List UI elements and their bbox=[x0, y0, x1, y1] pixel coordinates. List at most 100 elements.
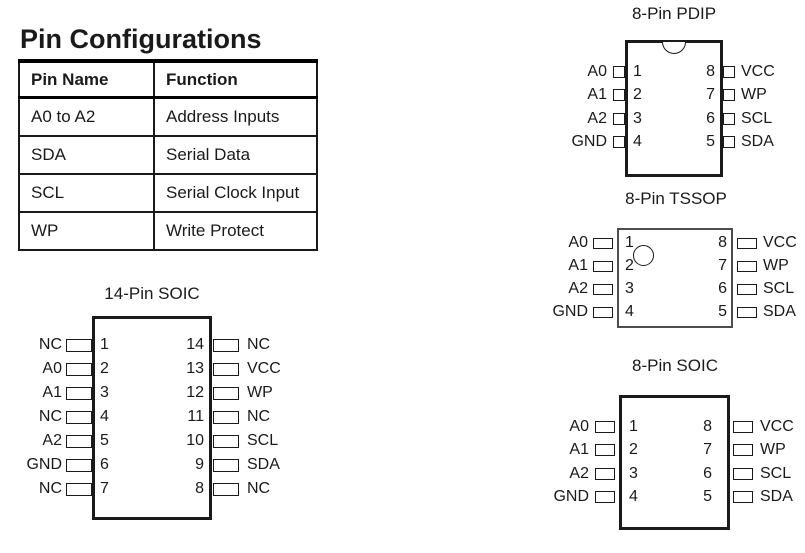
pin-label: A1 bbox=[568, 257, 588, 274]
pin-box bbox=[613, 89, 625, 101]
pin-number: 4 bbox=[633, 133, 642, 150]
pin-label: A0 bbox=[42, 360, 62, 377]
pin-box bbox=[595, 468, 615, 480]
pin-box bbox=[595, 444, 615, 456]
pin-number: 2 bbox=[633, 86, 642, 103]
pin-number: 3 bbox=[633, 110, 642, 127]
pin-number: 8 bbox=[703, 418, 712, 435]
pin-box bbox=[737, 260, 757, 272]
pin-box bbox=[213, 482, 239, 496]
pin-box bbox=[213, 434, 239, 448]
pin-number: 3 bbox=[100, 384, 109, 401]
pin-number: 5 bbox=[718, 303, 727, 320]
package-title: 8-Pin PDIP bbox=[631, 4, 717, 23]
pin-number: 11 bbox=[187, 408, 204, 425]
pin-number: 2 bbox=[625, 257, 634, 274]
pin-row: A2 3 6 SCL bbox=[540, 277, 805, 301]
pin-label: NC bbox=[38, 480, 62, 497]
pin-number: 1 bbox=[100, 336, 109, 353]
pin-number: 8 bbox=[706, 63, 715, 80]
pin-label: SDA bbox=[763, 303, 796, 320]
pin-box bbox=[723, 89, 735, 101]
ic-body bbox=[619, 395, 730, 530]
pin-number: 1 bbox=[629, 418, 638, 435]
pin-box bbox=[733, 444, 753, 456]
pin-label: A0 bbox=[568, 234, 588, 251]
ic-body bbox=[92, 316, 212, 520]
pin-number: 5 bbox=[706, 133, 715, 150]
pin-number: 5 bbox=[100, 432, 109, 449]
pin-box bbox=[66, 434, 92, 448]
pin-label: SDA bbox=[741, 133, 774, 150]
pin-label: VCC bbox=[763, 234, 797, 251]
table-cell-function: Serial Clock Input bbox=[153, 173, 318, 213]
pin-label: SDA bbox=[760, 488, 793, 505]
pin-label: WP bbox=[760, 441, 786, 458]
pin-number: 4 bbox=[100, 408, 109, 425]
pin1-dot bbox=[633, 245, 654, 266]
pin-label: A0 bbox=[569, 418, 589, 435]
pin-label: SCL bbox=[763, 280, 795, 297]
table-header-function: Function bbox=[153, 59, 318, 99]
pin-label: NC bbox=[247, 480, 271, 497]
pin-label: NC bbox=[38, 408, 62, 425]
pin-box bbox=[733, 468, 753, 480]
pin-box bbox=[613, 66, 625, 78]
table-cell-pin-name: A0 to A2 bbox=[18, 96, 155, 137]
pin-label: A0 bbox=[587, 63, 607, 80]
table-cell-pin-name: SDA bbox=[18, 135, 155, 175]
pin-box bbox=[737, 306, 757, 318]
pin-box bbox=[613, 113, 625, 125]
pin-number: 8 bbox=[718, 234, 727, 251]
table-cell-pin-name: SCL bbox=[18, 173, 155, 213]
pin-label: VCC bbox=[760, 418, 794, 435]
ic-body bbox=[617, 228, 733, 328]
pin-number: 3 bbox=[629, 465, 638, 482]
pin-label: SCL bbox=[741, 110, 773, 127]
pin-number: 8 bbox=[195, 480, 204, 497]
pin-label: A2 bbox=[568, 280, 588, 297]
package-title: 14-Pin SOIC bbox=[104, 284, 200, 303]
pin-number: 3 bbox=[625, 280, 634, 297]
pin-box bbox=[213, 362, 239, 376]
pin-number: 5 bbox=[703, 488, 712, 505]
table-row: A0 to A2 Address Inputs bbox=[18, 96, 318, 137]
pin-label: WP bbox=[741, 86, 767, 103]
pin-box bbox=[723, 66, 735, 78]
pin-number: 6 bbox=[706, 110, 715, 127]
pin-box bbox=[66, 362, 92, 376]
table-row: SCL Serial Clock Input bbox=[18, 173, 318, 213]
pin-number: 9 bbox=[195, 456, 204, 473]
pin-box bbox=[213, 386, 239, 400]
pin-label: WP bbox=[247, 384, 273, 401]
pin-number: 14 bbox=[186, 336, 204, 353]
pin-box bbox=[723, 136, 735, 148]
pin-box bbox=[593, 283, 613, 295]
pin-label: A2 bbox=[569, 465, 589, 482]
pin-number: 7 bbox=[703, 441, 712, 458]
pin-box bbox=[595, 491, 615, 503]
pin-number: 6 bbox=[703, 465, 712, 482]
pin-number: 10 bbox=[186, 432, 204, 449]
pin-label: NC bbox=[38, 336, 62, 353]
pin-label: VCC bbox=[741, 63, 775, 80]
pin-label: A1 bbox=[587, 86, 607, 103]
pin-box bbox=[737, 237, 757, 249]
pin-number: 7 bbox=[100, 480, 109, 497]
pin-number: 6 bbox=[718, 280, 727, 297]
pin-number: 7 bbox=[718, 257, 727, 274]
